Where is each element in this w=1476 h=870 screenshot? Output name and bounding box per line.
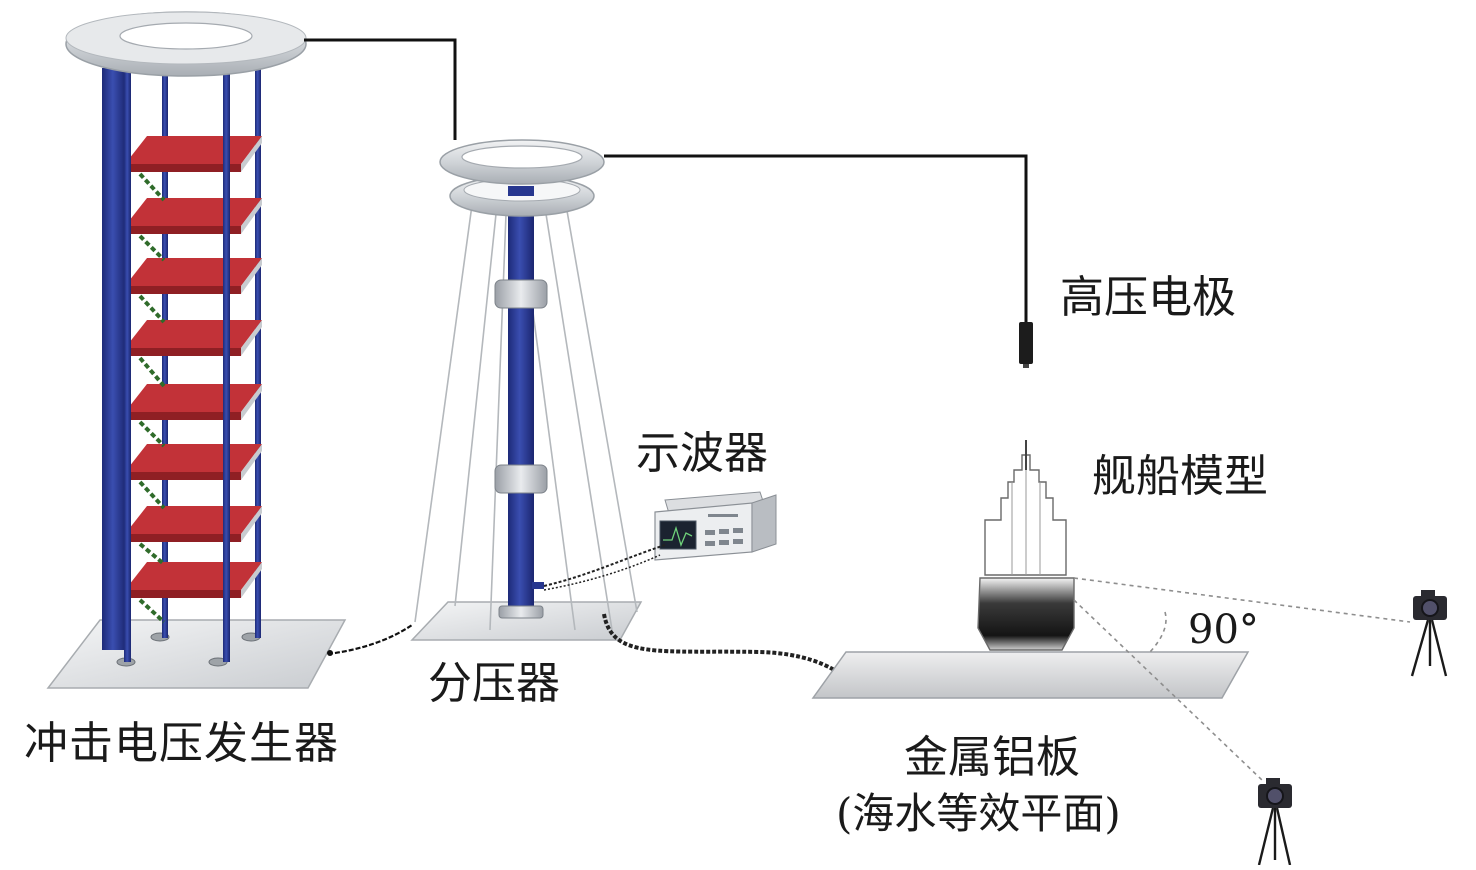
ground-lead-generator: [327, 624, 413, 656]
camera-sightlines: [1073, 577, 1411, 781]
generator-column: [223, 68, 230, 662]
divider-top-rings: [439, 139, 605, 217]
capacitor-plate: [125, 384, 262, 420]
hv-lead-divider-to-electrode: [604, 154, 1028, 325]
signal-cable: [543, 554, 661, 591]
capacitor-plate: [125, 320, 262, 356]
aluminum-plate: [811, 651, 1250, 699]
capacitor-plate: [125, 136, 262, 172]
ship-model: [977, 440, 1075, 651]
oscilloscope-buttons: [705, 514, 743, 546]
oscilloscope: [654, 491, 777, 561]
wiring: [304, 38, 1028, 680]
ground-lead-plate: [602, 613, 847, 680]
hv-electrode: [1019, 322, 1033, 368]
voltage-divider: [410, 139, 643, 641]
divider-tap: [532, 582, 544, 589]
camera-bottom: [1257, 778, 1292, 866]
aluminum-plate-label: 金属铝板: [904, 732, 1080, 783]
camera-right: [1410, 590, 1448, 677]
capacitor-plate: [125, 506, 262, 542]
tripod-icon: [1410, 619, 1448, 677]
capacitor-plate: [125, 444, 262, 480]
voltage-divider-label: 分压器: [428, 658, 560, 709]
impulse-generator: [46, 11, 347, 689]
generator-top-ring: [65, 11, 307, 77]
hv-electrode-label: 高压电极: [1060, 272, 1236, 323]
capacitor-plate: [125, 562, 262, 598]
angle-arc: [1149, 611, 1167, 653]
divider-grading-bands: [494, 279, 548, 619]
ship-model-label: 舰船模型: [1092, 451, 1268, 502]
generator-main-column: [102, 68, 126, 650]
hv-lead-generator-to-divider: [304, 38, 457, 140]
generator-column: [124, 68, 131, 662]
capacitor-plate: [125, 198, 262, 234]
impulse-generator-label: 冲击电压发生器: [24, 718, 339, 769]
sea-plane-label: (海水等效平面): [836, 789, 1121, 838]
tripod-icon: [1257, 807, 1292, 866]
stage-resistors: [138, 172, 166, 624]
generator-column: [255, 68, 261, 638]
capacitor-plate: [125, 258, 262, 294]
generator-base: [46, 619, 347, 689]
divider-column: [508, 186, 534, 614]
oscilloscope-label: 示波器: [636, 428, 768, 479]
signal-cable: [543, 544, 666, 587]
ship-hull: [977, 577, 1075, 651]
angle-label: 90°: [1188, 607, 1259, 653]
